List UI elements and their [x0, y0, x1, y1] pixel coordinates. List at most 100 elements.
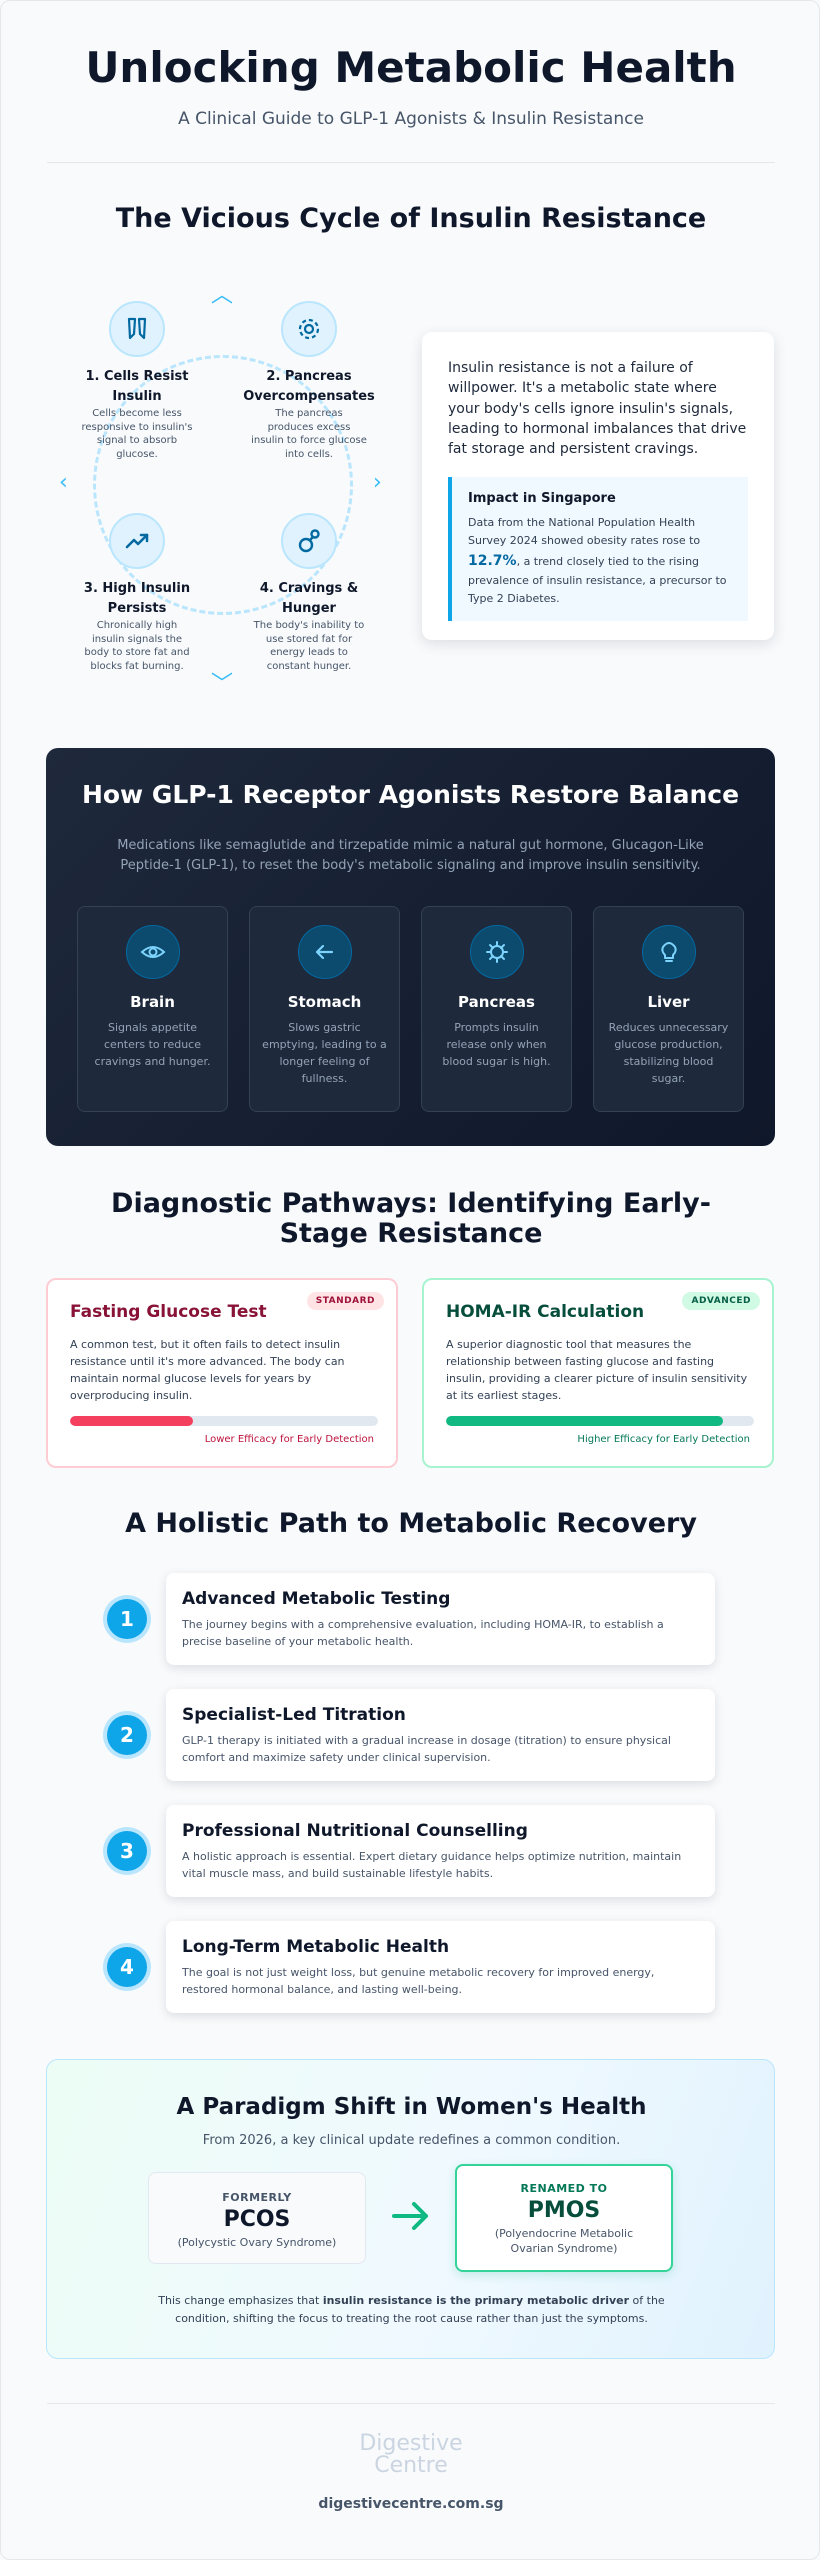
formerly-label: FORMERLY [222, 2191, 292, 2204]
page-subtitle: A Clinical Guide to GLP-1 Agonists & Ins… [178, 109, 644, 129]
paradigm-subtitle: From 2026, a key clinical update redefin… [202, 2133, 621, 2148]
chevron-up-icon[interactable]: ︿ [211, 283, 234, 308]
path-step-desc: The journey begins with a comprehensive … [182, 1618, 664, 1648]
bulb-icon [641, 925, 696, 979]
scale-icon [281, 513, 337, 569]
impact-text-post: , a trend closely tied to the rising pre… [468, 554, 727, 605]
path-step-title: Advanced Metabolic Testing [182, 1589, 451, 1609]
efficacy-label: Lower Efficacy for Early Detection [204, 1434, 374, 1445]
gear-icon [281, 301, 337, 357]
path-step-title: Professional Nutritional Counselling [182, 1821, 528, 1841]
efficacy-bar-fill [70, 1416, 194, 1426]
diag-card-homa: ADVANCED HOMA-IR Calculation A superior … [422, 1278, 774, 1468]
diag-card-title: Fasting Glucose Test [70, 1302, 267, 1322]
path-step-desc: The goal is not just weight loss, but ge… [182, 1966, 655, 1996]
organ-desc: Slows gastric emptying, leading to a lon… [262, 1021, 387, 1086]
efficacy-bar [70, 1416, 378, 1426]
virus-icon [469, 925, 524, 979]
impact-callout: Impact in Singapore Data from the Nation… [448, 477, 748, 622]
organ-desc: Reduces unnecessary glucose production, … [608, 1021, 729, 1086]
path-step-desc: GLP-1 therapy is initiated with a gradua… [182, 1734, 671, 1764]
renamed-box: RENAMED TO PMOS (Polyendocrine Metabolic… [455, 2164, 673, 2272]
divider [47, 162, 775, 163]
impact-title: Impact in Singapore [468, 491, 616, 507]
efficacy-label: Higher Efficacy for Early Detection [577, 1434, 750, 1445]
insulin-info-card: Insulin resistance is not a failure of w… [422, 332, 774, 640]
glp1-title: How GLP-1 Receptor Agonists Restore Bala… [81, 780, 740, 809]
path-step-card: Professional Nutritional Counselling A h… [166, 1805, 715, 1897]
glp1-description: Medications like semaglutide and tirzepa… [117, 838, 704, 874]
organ-name: Pancreas [458, 993, 535, 1011]
organ-card-brain: Brain Signals appetite centers to reduce… [77, 906, 228, 1112]
logo-line-2: Centre [374, 2453, 448, 2478]
diagnostics-title: Diagnostic Pathways: Identifying Early-S… [111, 1188, 711, 1250]
divider [47, 2403, 775, 2404]
organ-card-stomach: Stomach Slows gastric emptying, leading … [249, 906, 400, 1112]
cycle-step-desc: The body's inability to use stored fat f… [253, 620, 365, 672]
path-step-desc: A holistic approach is essential. Expert… [182, 1850, 682, 1880]
impact-text: Data from the National Population Health… [468, 514, 734, 607]
obesity-rate-value: 12.7% [468, 552, 517, 569]
website-link[interactable]: digestivecentre.com.sg [318, 2496, 504, 2512]
cycle-step-title: 2. Pancreas Overcompensates [243, 369, 375, 405]
badge-advanced: ADVANCED [682, 1292, 760, 1310]
step-number: 3 [107, 1831, 147, 1871]
diag-card-fasting: STANDARD Fasting Glucose Test A common t… [46, 1278, 398, 1468]
diag-card-desc: A superior diagnostic tool that measures… [446, 1338, 748, 1403]
step-number: 2 [107, 1715, 147, 1755]
impact-text-pre: Data from the National Population Health… [468, 516, 701, 548]
paradigm-footnote: This change emphasizes that insulin resi… [147, 2292, 676, 2327]
badge-standard: STANDARD [306, 1292, 384, 1310]
organ-name: Brain [130, 993, 175, 1011]
eye-icon [125, 925, 180, 979]
formerly-full: (Polycystic Ovary Syndrome) [177, 2236, 337, 2249]
diag-card-title: HOMA-IR Calculation [446, 1302, 645, 1322]
cycle-section-title: The Vicious Cycle of Insulin Resistance [115, 203, 707, 234]
cycle-step-1: 1. Cells Resist Insulin Cells become les… [62, 301, 212, 461]
step-number: 4 [107, 1947, 147, 1987]
path-step-title: Specialist-Led Titration [182, 1705, 406, 1725]
path-step-card: Long-Term Metabolic Health The goal is n… [166, 1921, 715, 2013]
cycle-step-title: 1. Cells Resist Insulin [85, 369, 189, 405]
path-step-card: Advanced Metabolic Testing The journey b… [166, 1573, 715, 1665]
cycle-step-2: 2. Pancreas Overcompensates The pancreas… [234, 301, 384, 461]
glp1-panel: How GLP-1 Receptor Agonists Restore Bala… [46, 748, 775, 1146]
cycle-step-title: 3. High Insulin Persists [83, 581, 191, 617]
brand-logo: Digestive Centre [1, 2431, 819, 2478]
arrow-right-icon [390, 2196, 432, 2240]
trending-up-icon [109, 513, 165, 569]
page-title: Unlocking Metabolic Health [85, 43, 737, 92]
efficacy-bar [446, 1416, 754, 1426]
organ-card-liver: Liver Reduces unnecessary glucose produc… [593, 906, 744, 1112]
logo-line-1: Digestive [359, 2431, 463, 2456]
cycle-step-3: 3. High Insulin Persists Chronically hig… [62, 513, 212, 673]
efficacy-bar-fill [446, 1416, 724, 1426]
diag-card-desc: A common test, but it often fails to det… [70, 1338, 345, 1403]
organ-name: Liver [647, 993, 690, 1011]
formerly-box: FORMERLY PCOS (Polycystic Ovary Syndrome… [148, 2172, 366, 2264]
insulin-intro-text: Insulin resistance is not a failure of w… [448, 360, 747, 458]
cycle-step-title: 4. Cravings & Hunger [259, 581, 359, 617]
path-step-card: Specialist-Led Titration GLP-1 therapy i… [166, 1689, 715, 1781]
arrow-left-icon [297, 925, 352, 979]
renamed-full: (Polyendocrine Metabolic Ovarian Syndrom… [494, 2227, 634, 2256]
chevron-left-icon[interactable]: ‹ [59, 470, 68, 495]
paradigm-title: A Paradigm Shift in Women's Health [176, 2094, 647, 2120]
paradigm-footnote-pre: This change emphasizes that [158, 2294, 320, 2307]
path-step-title: Long-Term Metabolic Health [182, 1937, 450, 1957]
paradigm-footnote-post: of the condition, shifting the focus to … [175, 2294, 665, 2325]
organ-name: Stomach [287, 993, 362, 1011]
chevron-right-icon[interactable]: › [373, 470, 382, 495]
step-number: 1 [107, 1599, 147, 1639]
cycle-step-desc: The pancreas produces excess insulin to … [251, 408, 367, 460]
renamed-label: RENAMED TO [520, 2182, 608, 2195]
paradigm-panel: A Paradigm Shift in Women's Health From … [46, 2059, 775, 2359]
organ-desc: Signals appetite centers to reduce cravi… [94, 1021, 211, 1069]
cell-icon [109, 301, 165, 357]
path-title: A Holistic Path to Metabolic Recovery [125, 1508, 697, 1539]
chevron-down-icon[interactable]: ﹀ [211, 672, 234, 697]
cycle-ring [93, 355, 353, 615]
formerly-name: PCOS [223, 2207, 291, 2232]
organ-desc: Prompts insulin release only when blood … [442, 1021, 551, 1069]
